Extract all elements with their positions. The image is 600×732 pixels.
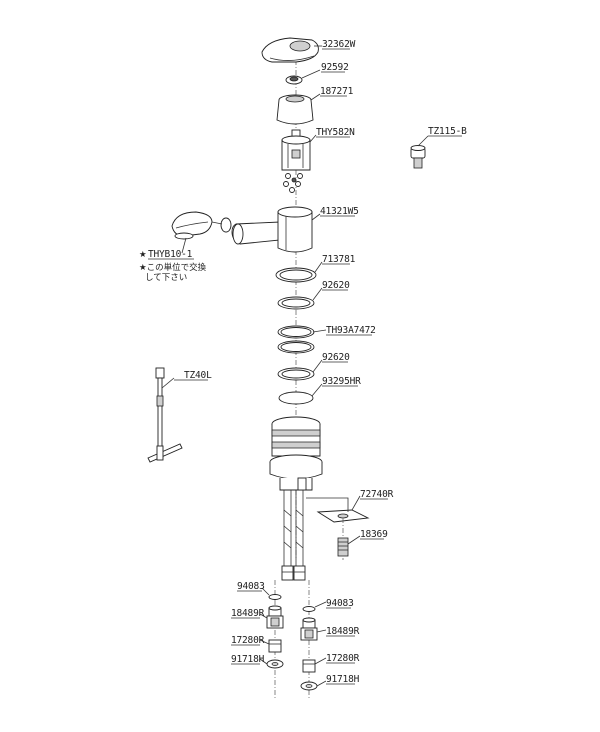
leader-shower xyxy=(181,237,187,254)
label-cover: 187271 xyxy=(320,86,354,97)
label-gasket-left: 91718H xyxy=(231,654,265,665)
label-spout: 41321W5 xyxy=(320,206,359,217)
leader-cover xyxy=(310,93,321,101)
cover-part xyxy=(276,94,314,125)
spout-part xyxy=(231,206,313,253)
washer-right-part xyxy=(302,606,316,612)
label-bolt: 18369 xyxy=(360,529,388,540)
shower-head-part xyxy=(171,211,232,240)
leader-aerator xyxy=(417,135,429,147)
leader-ring4 xyxy=(311,383,323,397)
leader-ring1 xyxy=(314,261,323,273)
leader-gasket-left xyxy=(259,658,268,665)
union-right-part xyxy=(300,617,318,641)
wrench-part xyxy=(147,367,183,463)
label-gasket-right: 91718H xyxy=(326,674,360,685)
label-nut-left: 17280R xyxy=(231,635,265,646)
cartridge-part xyxy=(281,129,311,193)
nut-right-part xyxy=(302,659,316,673)
ring4-part xyxy=(278,391,314,405)
leader-ring2 xyxy=(312,287,323,301)
leader-nut-left xyxy=(259,639,270,645)
faucet-body-part xyxy=(269,416,323,491)
leader-ring3 xyxy=(312,359,323,373)
leader-bracket xyxy=(351,495,361,511)
nut-left-part xyxy=(268,639,282,653)
leader-gasket-right xyxy=(316,680,327,687)
label-cartridge: THY582N xyxy=(316,127,355,138)
marker-shower: ★ xyxy=(139,250,147,260)
label-oring-set: TH93A7472 xyxy=(326,325,376,336)
leader-union-left xyxy=(259,613,268,619)
label-ring2: 92620 xyxy=(322,280,350,291)
leader-nut-right xyxy=(314,657,327,665)
label-bracket: 72740R xyxy=(360,489,394,500)
note-line2: して下さい xyxy=(145,273,187,283)
label-wrench: TZ40L xyxy=(184,370,212,381)
label-nut-right: 17280R xyxy=(326,653,360,664)
gasket-right-part xyxy=(300,681,318,691)
leader-washer-left xyxy=(261,587,270,596)
label-washer-left: 94083 xyxy=(237,581,265,592)
oring-set-part xyxy=(277,325,315,354)
ring3-part xyxy=(277,367,315,381)
gasket-left-part xyxy=(266,659,284,669)
bolt-part xyxy=(337,518,349,560)
leader-bolt xyxy=(347,535,361,545)
label-union-right: 18489R xyxy=(326,626,360,637)
ring2-part xyxy=(277,296,315,310)
label-ring1: 713781 xyxy=(322,254,356,265)
label-shower: THYB10-1 xyxy=(148,249,193,260)
label-cap-screw: 92592 xyxy=(321,62,349,73)
leader-wrench xyxy=(161,377,175,389)
label-union-left: 18489R xyxy=(231,608,265,619)
supply-hoses-part xyxy=(281,490,306,581)
aerator-part xyxy=(410,145,426,169)
leader-cap-screw xyxy=(301,69,321,79)
label-washer-right: 94083 xyxy=(326,598,354,609)
cap-screw-part xyxy=(285,75,303,85)
note-line1: ★この単位で交換 xyxy=(139,262,207,273)
leader-oring-set xyxy=(312,329,327,333)
ring1-part xyxy=(275,267,317,283)
bracket-part xyxy=(306,497,370,523)
leader-washer-right xyxy=(314,601,327,608)
label-aerator: TZ115-B xyxy=(428,126,467,137)
leader-cartridge xyxy=(309,134,317,143)
handle-part xyxy=(261,37,319,63)
label-ring3: 92620 xyxy=(322,352,350,363)
union-left-part xyxy=(266,605,284,629)
leader-union-right xyxy=(316,629,327,633)
label-ring4: 93295HR xyxy=(322,376,361,387)
leader-spout xyxy=(311,213,321,221)
washer-left-part xyxy=(268,594,282,600)
label-handle: 32362W xyxy=(322,39,356,50)
